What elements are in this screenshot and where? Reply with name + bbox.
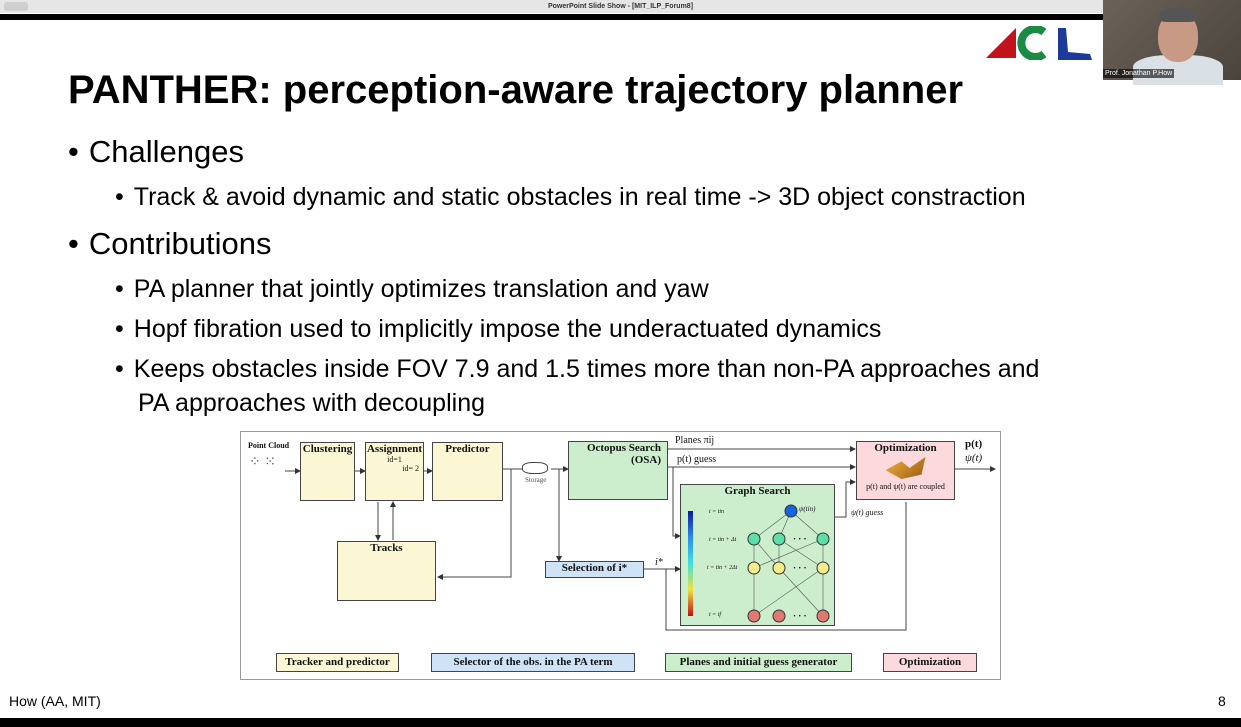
clustering-box: Clustering [300, 442, 355, 501]
page-number: 8 [1218, 693, 1226, 709]
presenter-name: Prof. Jonathan P.How [1103, 69, 1175, 78]
storage-label: Storage [525, 476, 547, 484]
svg-text:· · ·: · · · [793, 534, 807, 544]
sub-bullet: PA planner that jointly optimizes transl… [115, 272, 709, 306]
diagram-arrows [285, 446, 996, 631]
selection-box: Selection of i* [545, 561, 644, 578]
predictor-box: Predictor [432, 442, 503, 501]
window-title: PowerPoint Slide Show - [MIT_ILP_Forum8] [547, 3, 694, 10]
window-title-bar: PowerPoint Slide Show - [MIT_ILP_Forum8] [0, 0, 1241, 13]
point-cloud-label: Point Cloud [248, 441, 290, 450]
psi-guess-label: ψ(t) guess [851, 508, 884, 517]
graph-nodes: · · · · · · · · · [747, 504, 830, 623]
acl-logo [986, 26, 1092, 60]
legend-selector: Selector of the obs. in the PA term [431, 653, 635, 672]
window-menu-button[interactable] [4, 2, 28, 11]
tracks-box: Tracks [337, 541, 436, 601]
surface-plot-icon [885, 457, 926, 479]
svg-text:· · ·: · · · [793, 611, 807, 621]
svg-text:· · ·: · · · [793, 563, 807, 573]
istar-label: i* [655, 557, 663, 568]
bullet-contributions: Contributions [68, 226, 272, 262]
sub-bullet: Track & avoid dynamic and static obstacl… [115, 180, 1026, 214]
slide-title: PANTHER: perception-aware trajectory pla… [68, 68, 964, 112]
legend-optimization: Optimization [883, 653, 977, 672]
colorbar [688, 511, 693, 616]
legend-tracker: Tracker and predictor [276, 653, 399, 672]
point-cloud-icon: ⁘ ⁙ [249, 455, 276, 470]
storage-icon [522, 462, 548, 474]
bottom-bar [0, 718, 1241, 727]
output-psi: ψ(t) [965, 452, 983, 464]
planes-label: Planes πij [675, 435, 715, 446]
sub-bullet: Keeps obstacles inside FOV 7.9 and 1.5 t… [115, 352, 1040, 386]
p-guess-label: p(t) guess [677, 454, 717, 465]
octopus-search-box: Octopus Search(OSA) [568, 441, 668, 500]
bullet-challenges: Challenges [68, 134, 244, 170]
sub-bullet: Hopf fibration used to implicitly impose… [115, 312, 882, 346]
sub-bullet-continuation: PA approaches with decoupling [138, 389, 485, 417]
output-p: p(t) [965, 438, 983, 450]
legend-planes: Planes and initial guess generator [665, 653, 852, 672]
footer-author: How (AA, MIT) [9, 693, 101, 709]
graph-search-box: Graph Search t = tin t = tin + Δt t = ti… [680, 484, 835, 626]
optimization-box: Optimization p(t) and ψ(t) are coupled [856, 441, 955, 500]
presenter-video: Prof. Jonathan P.How [1103, 0, 1241, 85]
slide-top-border [0, 14, 1103, 20]
